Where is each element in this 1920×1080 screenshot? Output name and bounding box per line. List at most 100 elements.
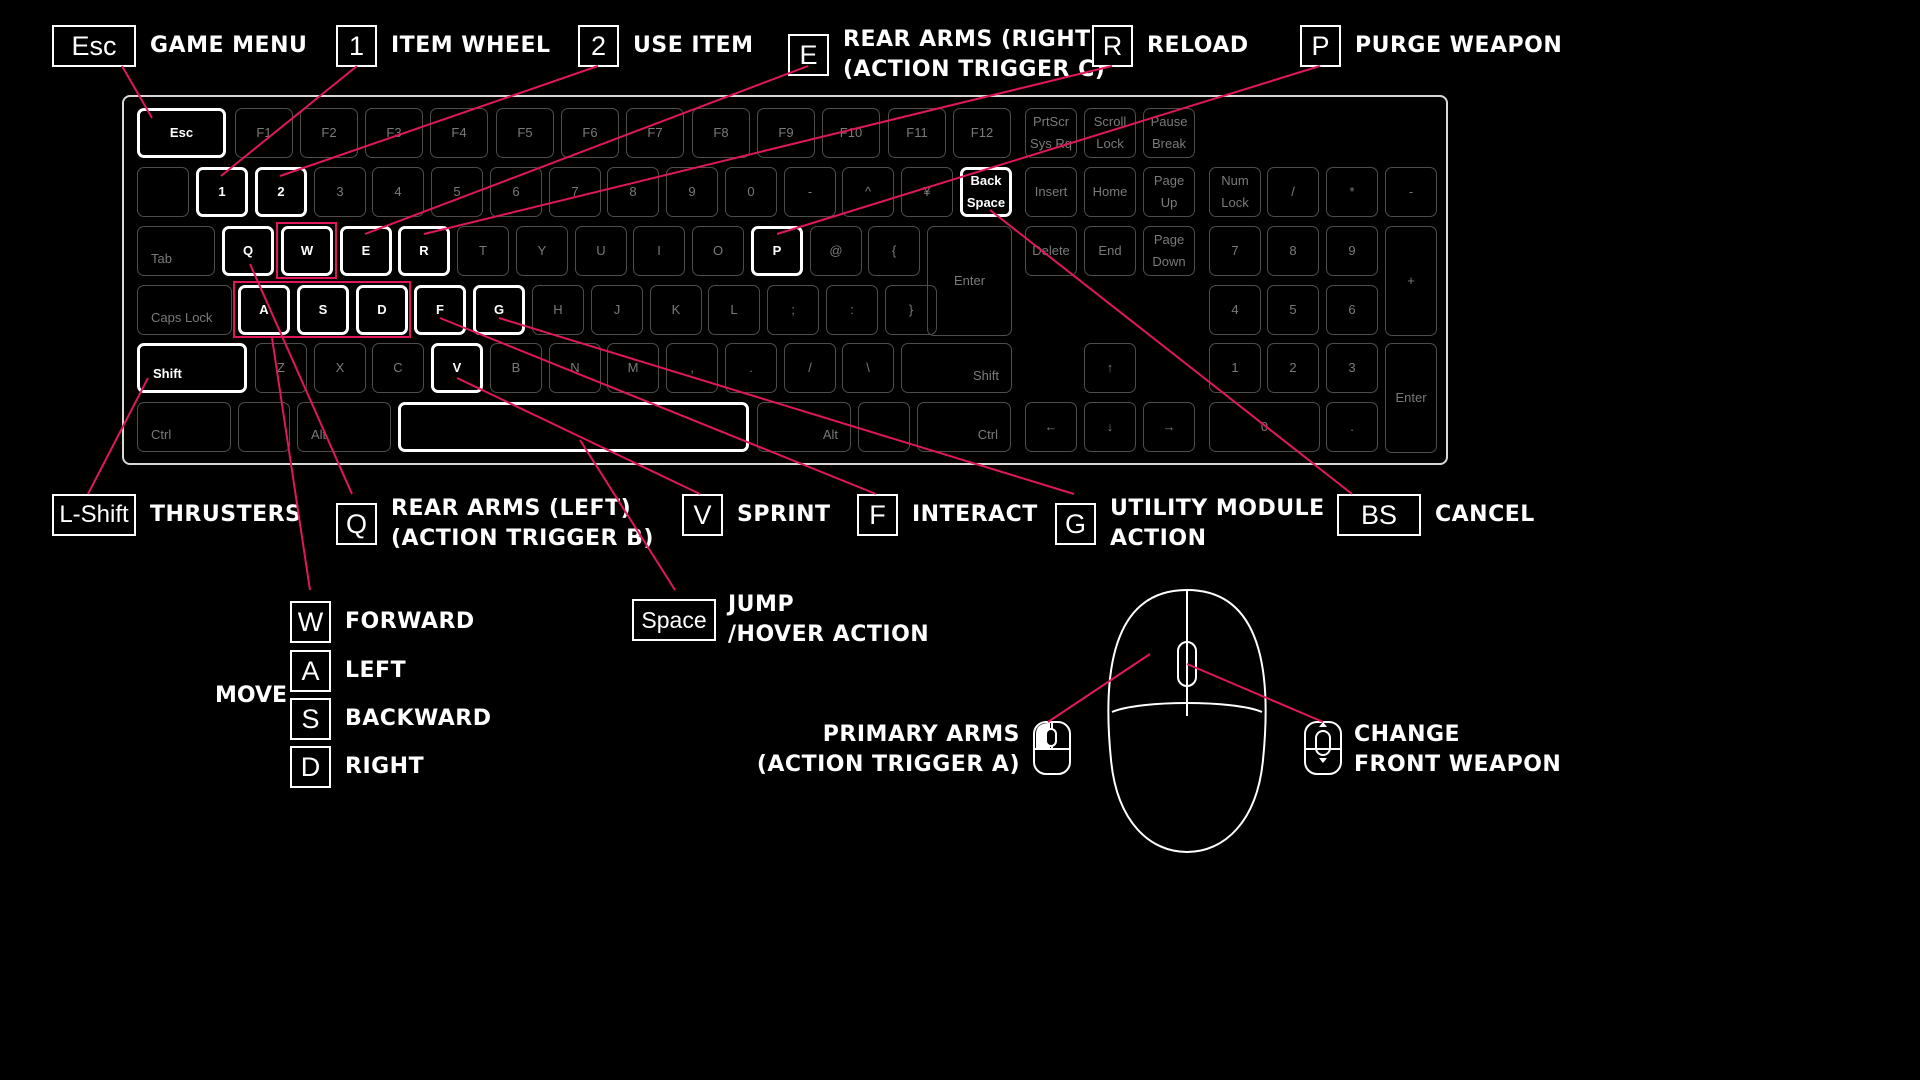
key-f8: F8	[692, 108, 750, 158]
key-m: M	[607, 343, 659, 393]
key-symbol: .	[725, 343, 777, 393]
key-badge-d: D	[290, 746, 331, 788]
key-4: 4	[1209, 285, 1261, 335]
key-6: 6	[490, 167, 542, 217]
key-symbol: -	[784, 167, 836, 217]
key-b: B	[490, 343, 542, 393]
key-f6: F6	[561, 108, 619, 158]
callout-label: JUMP/HOVER ACTION	[728, 592, 930, 647]
key-symbol: }	[885, 285, 937, 335]
key-u: U	[575, 226, 627, 276]
key-f10: F10	[822, 108, 880, 158]
key-badge-r: R	[1092, 25, 1133, 67]
key-g: G	[473, 285, 525, 335]
key-f11: F11	[888, 108, 946, 158]
key-badge-f: F	[857, 494, 898, 536]
key-f3: F3	[365, 108, 423, 158]
key-t: T	[457, 226, 509, 276]
callout-label: ITEM WHEEL	[391, 33, 551, 58]
key-badge-s: S	[290, 698, 331, 740]
key-n: N	[549, 343, 601, 393]
move-title: MOVE	[215, 683, 288, 708]
callout-thrusters: L-Shift THRUSTERS	[52, 494, 301, 536]
key-f9: F9	[757, 108, 815, 158]
key-alt: Alt	[757, 402, 851, 452]
key-alt: Alt	[297, 402, 391, 452]
key-badge-q: Q	[336, 503, 377, 545]
callout-label: CANCEL	[1435, 502, 1535, 527]
mouse-left-label: PRIMARY ARMS(ACTION TRIGGER A)	[756, 722, 1020, 777]
key-symbol: -	[1385, 167, 1437, 217]
callout-label: PURGE WEAPON	[1355, 33, 1563, 58]
key-shift: Shift	[137, 343, 247, 393]
callout-label: GAME MENU	[150, 33, 308, 58]
key-6: 6	[1326, 285, 1378, 335]
key-badge-e: E	[788, 34, 829, 76]
callout-rear-arms-right: E REAR ARMS (RIGHT)(ACTION TRIGGER C)	[788, 25, 1105, 85]
leader-left-click	[1047, 653, 1151, 723]
key-badge-g: G	[1055, 503, 1096, 545]
key-insert: Insert	[1025, 167, 1077, 217]
key-9: 9	[1326, 226, 1378, 276]
key-badge-a: A	[290, 650, 331, 692]
key-e: E	[340, 226, 392, 276]
key-1: 1	[1209, 343, 1261, 393]
key-badge-lshift: L-Shift	[52, 494, 136, 536]
key-5: 5	[431, 167, 483, 217]
key-k: K	[650, 285, 702, 335]
callout-label: THRUSTERS	[150, 502, 302, 527]
scroll-wheel-icon	[1304, 721, 1342, 775]
key-blank	[858, 402, 910, 452]
key-symbol: ¥	[901, 167, 953, 217]
callout-cancel: BS CANCEL	[1337, 494, 1535, 536]
key-symbol: *	[1326, 167, 1378, 217]
key-shift: Shift	[901, 343, 1012, 393]
key-symbol: +	[1385, 226, 1437, 336]
key-symbol: ,	[666, 343, 718, 393]
key-h: H	[532, 285, 584, 335]
key-symbol: ↑	[1084, 343, 1136, 393]
move-label: RIGHT	[345, 754, 425, 779]
callout-label: INTERACT	[912, 502, 1038, 527]
key-l: L	[708, 285, 760, 335]
move-label: LEFT	[345, 658, 407, 683]
leader-scroll-wheel	[1186, 663, 1324, 723]
left-click-icon	[1033, 721, 1071, 775]
callout-label: REAR ARMS (RIGHT)(ACTION TRIGGER C)	[843, 27, 1106, 82]
key-d: D	[356, 285, 408, 335]
key-symbol: /	[784, 343, 836, 393]
key-badge-v: V	[682, 494, 723, 536]
key-symbol: /	[1267, 167, 1319, 217]
key-z: Z	[255, 343, 307, 393]
callout-interact: F INTERACT	[857, 494, 1038, 536]
key-enter: Enter	[927, 226, 1012, 336]
key-blank	[398, 402, 749, 452]
wasd-highlight-bottom	[233, 281, 411, 338]
key-symbol: {	[868, 226, 920, 276]
key-blank	[238, 402, 290, 452]
key-badge-space: Space	[632, 599, 716, 641]
key-9: 9	[666, 167, 718, 217]
key-5: 5	[1267, 285, 1319, 335]
key-o: O	[692, 226, 744, 276]
key-q: Q	[222, 226, 274, 276]
key-f5: F5	[496, 108, 554, 158]
key-badge-1: 1	[336, 25, 377, 67]
key-v: V	[431, 343, 483, 393]
key-symbol: →	[1143, 402, 1195, 452]
key-7: 7	[549, 167, 601, 217]
callout-label: REAR ARMS (LEFT)(ACTION TRIGGER B)	[391, 496, 654, 551]
key-symbol: ^	[842, 167, 894, 217]
mouse-body	[1107, 588, 1267, 854]
key-badge-w: W	[290, 601, 331, 643]
callout-sprint: V SPRINT	[682, 494, 831, 536]
callout-label: RELOAD	[1147, 33, 1249, 58]
key-symbol: :	[826, 285, 878, 335]
key-3: 3	[314, 167, 366, 217]
